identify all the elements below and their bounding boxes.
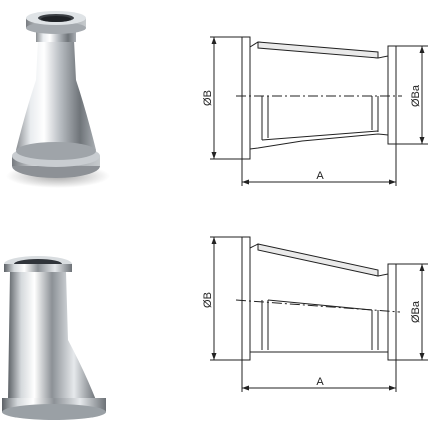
length-label: A xyxy=(316,376,324,388)
eccentric-reducer-photo xyxy=(2,256,106,420)
large-diameter-label: ØB xyxy=(202,90,214,106)
left-flange xyxy=(241,236,251,361)
large-diameter-label: ØB xyxy=(202,292,214,308)
right-flange xyxy=(387,263,397,361)
small-diameter-label: ØBa xyxy=(410,300,422,323)
small-diameter-label: ØBa xyxy=(410,84,422,107)
concentric-reducer-photo xyxy=(6,11,110,188)
eccentric-reducer-drawing: ØB ØBa A xyxy=(202,236,428,392)
length-label: A xyxy=(316,170,324,182)
concentric-reducer-drawing: ØB ØBa A xyxy=(202,36,428,186)
right-flange xyxy=(387,45,397,145)
left-flange xyxy=(241,36,251,160)
center-line xyxy=(235,299,401,313)
